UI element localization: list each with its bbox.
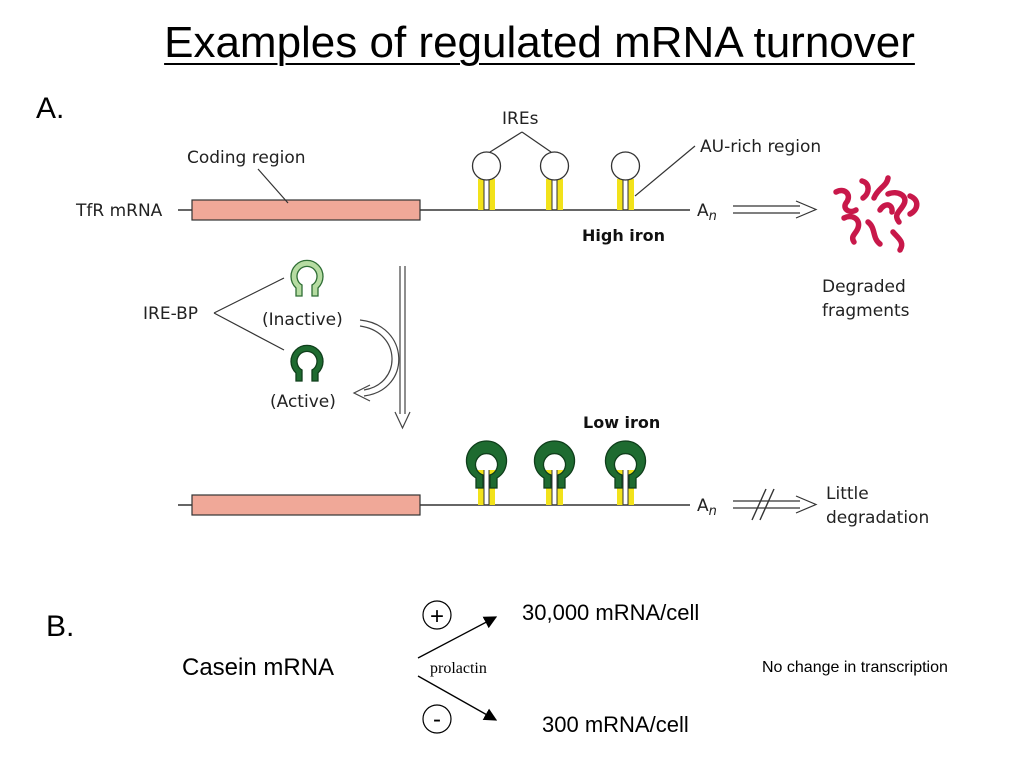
plus-symbol: + bbox=[430, 603, 444, 630]
au-rich-leader-line bbox=[634, 145, 696, 197]
inactive-label: (Inactive) bbox=[262, 310, 343, 330]
ire-stem-loop bbox=[610, 151, 641, 210]
minus-symbol: - bbox=[433, 706, 441, 733]
au-rich-region-label: AU-rich region bbox=[700, 137, 821, 157]
degraded-fragments-icon bbox=[833, 175, 920, 253]
little-degradation-line2: degradation bbox=[826, 508, 929, 528]
panel-a-label: A. bbox=[36, 92, 65, 125]
poly-a-tail-label: An bbox=[697, 201, 717, 224]
degraded-fragments-line1: Degraded bbox=[822, 277, 906, 297]
tfr-mrna-high-iron: IREs Coding region AU-rich region TfR mR… bbox=[75, 109, 920, 321]
panel-b-label: B. bbox=[46, 610, 75, 643]
ire-bound-by-protein bbox=[465, 440, 508, 505]
high-iron-label: High iron bbox=[582, 226, 665, 245]
ires-leader-line bbox=[521, 131, 552, 153]
blocked-degradation-arrow bbox=[733, 488, 818, 521]
little-degradation-line1: Little bbox=[826, 484, 869, 504]
lower-value-label: 300 mRNA/cell bbox=[542, 712, 689, 737]
ire-bp-inactive-icon bbox=[290, 259, 324, 297]
ire-bp-label: IRE-BP bbox=[143, 304, 198, 324]
low-iron-label: Low iron bbox=[583, 413, 660, 432]
upper-value-label: 30,000 mRNA/cell bbox=[522, 600, 699, 625]
transcription-note: No change in transcription bbox=[762, 659, 948, 676]
ire-stem-loop bbox=[471, 151, 502, 210]
page-title: Examples of regulated mRNA turnover bbox=[164, 18, 915, 67]
conversion-curved-arrow bbox=[352, 319, 400, 402]
active-label: (Active) bbox=[270, 392, 336, 412]
ires-label: IREs bbox=[502, 109, 539, 129]
poly-a-tail-label: An bbox=[697, 496, 717, 519]
coding-region-bar bbox=[191, 494, 421, 516]
prolactin-label: prolactin bbox=[430, 660, 487, 677]
coding-region-leader-line bbox=[257, 168, 289, 204]
increase-arrow bbox=[417, 616, 498, 659]
coding-region-label: Coding region bbox=[187, 148, 306, 168]
decrease-arrow bbox=[417, 675, 498, 721]
ire-bp-active-icon bbox=[290, 344, 324, 382]
panel-b-diagram: Casein mRNA + - prolactin 30,000 mRNA/ce… bbox=[182, 600, 948, 737]
plus-badge: + bbox=[422, 600, 452, 630]
degradation-arrow bbox=[733, 200, 818, 219]
high-to-low-iron-arrow bbox=[394, 266, 411, 430]
tfr-mrna-low-iron: Low iron An bbox=[178, 413, 929, 528]
ire-stem-loop bbox=[539, 151, 570, 210]
minus-badge: - bbox=[422, 704, 452, 734]
ire-bound-by-protein bbox=[604, 440, 647, 505]
ires-leader-line bbox=[489, 131, 523, 153]
ire-bound-by-protein bbox=[533, 440, 576, 505]
ire-bp-section: IRE-BP (Inactive) (Active) bbox=[143, 259, 411, 430]
casein-mrna-label: Casein mRNA bbox=[182, 654, 334, 681]
tfr-mrna-label: TfR mRNA bbox=[75, 201, 163, 221]
degraded-fragments-line2: fragments bbox=[822, 301, 910, 321]
coding-region-bar bbox=[191, 199, 421, 221]
